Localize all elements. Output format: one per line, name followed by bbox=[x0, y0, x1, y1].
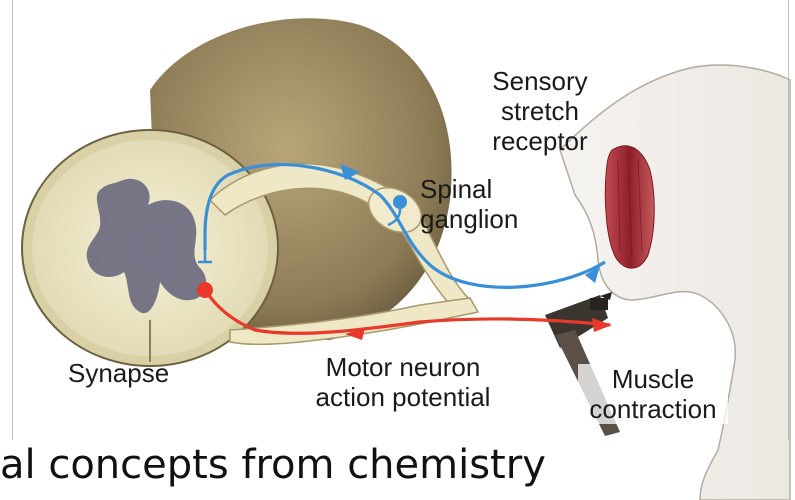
label-synapse: Synapse bbox=[68, 358, 169, 388]
label-sensory-stretch-receptor: Sensory stretch receptor bbox=[470, 66, 610, 156]
label-spinal-ganglion: Spinal ganglion bbox=[420, 174, 540, 234]
label-line: stretch bbox=[470, 96, 610, 126]
label-line: ganglion bbox=[420, 204, 540, 234]
slide-text-fragment: al concepts from chemistry bbox=[0, 440, 546, 490]
label-muscle-contraction: Muscle contraction bbox=[578, 364, 728, 424]
label-line: Synapse bbox=[68, 358, 169, 388]
image-frame-left bbox=[12, 0, 13, 440]
ganglion-cell-body bbox=[393, 195, 407, 209]
label-line: Spinal bbox=[420, 174, 540, 204]
label-line: Sensory bbox=[470, 66, 610, 96]
label-line: receptor bbox=[470, 126, 610, 156]
label-line: contraction bbox=[578, 394, 728, 424]
label-motor-neuron-action-potential: Motor neuron action potential bbox=[298, 352, 508, 412]
image-frame-right bbox=[788, 0, 789, 440]
label-line: Muscle bbox=[578, 364, 728, 394]
label-line: action potential bbox=[298, 382, 508, 412]
label-line: Motor neuron bbox=[298, 352, 508, 382]
